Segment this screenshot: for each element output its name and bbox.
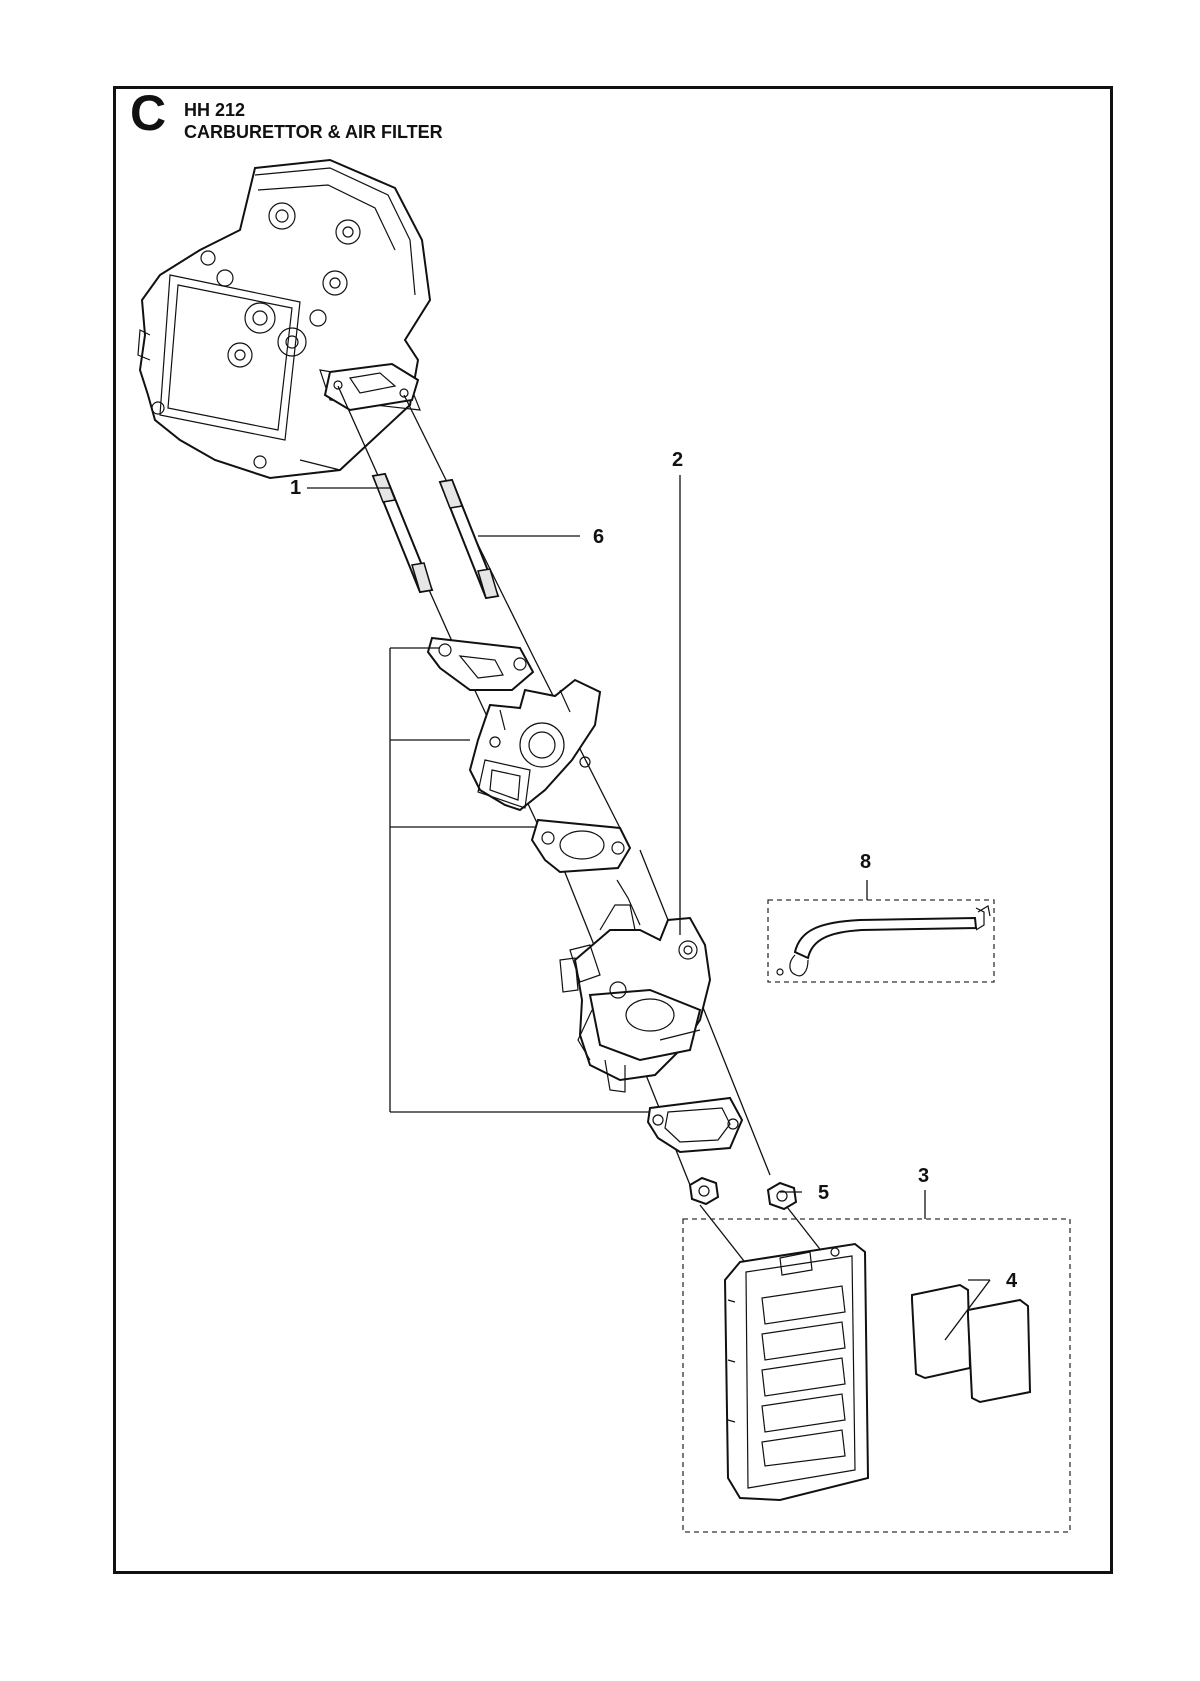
model-number: HH 212: [184, 100, 246, 120]
callout-label-5: 5: [818, 1182, 829, 1204]
callout-label-3: 3: [918, 1165, 929, 1187]
filter-element-drawing: [911, 1283, 1032, 1404]
callout-label-8: 8: [860, 851, 871, 873]
drawing-frame: [113, 86, 1113, 1574]
callout-label-6: 6: [593, 526, 604, 548]
air-filter-group: [682, 1218, 1071, 1533]
callout-label-1: 1: [290, 477, 301, 499]
cylinder-head-drawing: [137, 158, 432, 480]
diagram-title: CARBURETTOR & AIR FILTER: [184, 122, 443, 142]
gasket-drawing-upper: [426, 636, 535, 691]
carburettor-drawing: [559, 879, 712, 1093]
fuel-hose-group: [767, 899, 995, 983]
callout-label-2: 2: [672, 449, 683, 471]
stud-drawing: [371, 472, 500, 600]
bracket-drawing: [468, 678, 602, 812]
nut-drawing: [688, 1176, 798, 1211]
gasket-drawing-middle: [530, 818, 632, 874]
head-intake-flange: [323, 362, 420, 412]
callout-leaders: [307, 475, 991, 1341]
callout-label-4: 4: [1006, 1270, 1018, 1292]
section-letter: C: [130, 85, 167, 141]
gasket-drawing-lower: [646, 1096, 744, 1154]
